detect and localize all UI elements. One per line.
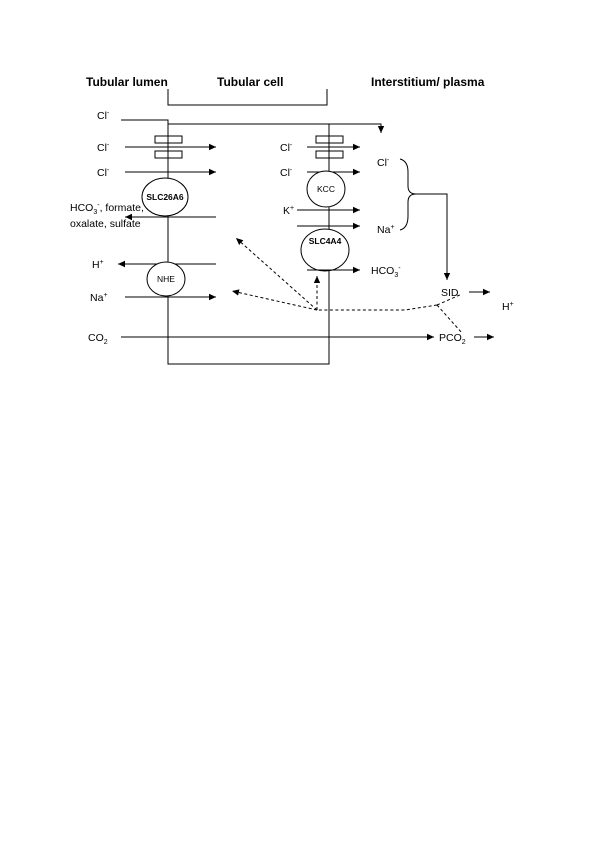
header-interstitium-plasma: Interstitium/ plasma (371, 75, 485, 89)
slc4a4-cotransporter (300, 228, 350, 272)
dashed-from-sid (436, 293, 463, 306)
label-hco3-plasma: HCO3- (371, 265, 401, 279)
apical-cl-channel-lower (154, 150, 183, 159)
label-plasma-cl: Cl- (377, 157, 390, 169)
dashed-to-slc26a6 (235, 237, 318, 311)
label-h-lumen: H+ (92, 259, 104, 271)
paracellular-cl-arrow (168, 123, 385, 133)
label-co2: CO2 (88, 332, 108, 346)
label-apical-cl-2: Cl- (97, 167, 110, 179)
paracellular-bracket (167, 89, 328, 106)
label-hco3-formate: HCO3-, formate, (70, 202, 144, 216)
header-tubular-cell: Tubular cell (217, 75, 283, 89)
label-kcc: KCC (317, 184, 335, 194)
curly-brace (399, 158, 417, 231)
label-k: K+ (283, 205, 294, 217)
nhe-exchanger (146, 261, 186, 297)
label-paracellular-cl: Cl- (97, 110, 110, 122)
dashed-from-pco2 (436, 304, 463, 334)
brace-to-sid-arrow (416, 193, 451, 280)
label-nhe: NHE (157, 274, 175, 284)
label-apical-cl-1: Cl- (97, 142, 110, 154)
label-plasma-na: Na+ (377, 224, 395, 236)
dashed-to-nhe (231, 289, 318, 311)
label-h-plasma: H+ (502, 301, 514, 313)
apical-cl-channel-upper (154, 135, 183, 144)
label-cell-cl-1: Cl- (280, 142, 293, 154)
label-cell-cl-2: Cl- (280, 167, 293, 179)
label-slc4a4: SLC4A4 (309, 236, 342, 246)
label-pco2: PCO2 (439, 332, 466, 346)
slc26a6-exchanger (141, 177, 189, 217)
kcc-cotransporter (306, 170, 346, 208)
label-oxalate-sulfate: oxalate, sulfate (70, 218, 141, 230)
label-slc26a6: SLC26A6 (146, 192, 184, 202)
dashed-feedback-main (317, 304, 438, 311)
cell-outline-lower (121, 119, 330, 365)
header-tubular-lumen: Tubular lumen (86, 75, 168, 89)
label-na-lumen: Na+ (90, 292, 108, 304)
label-sid: SID (441, 287, 459, 299)
